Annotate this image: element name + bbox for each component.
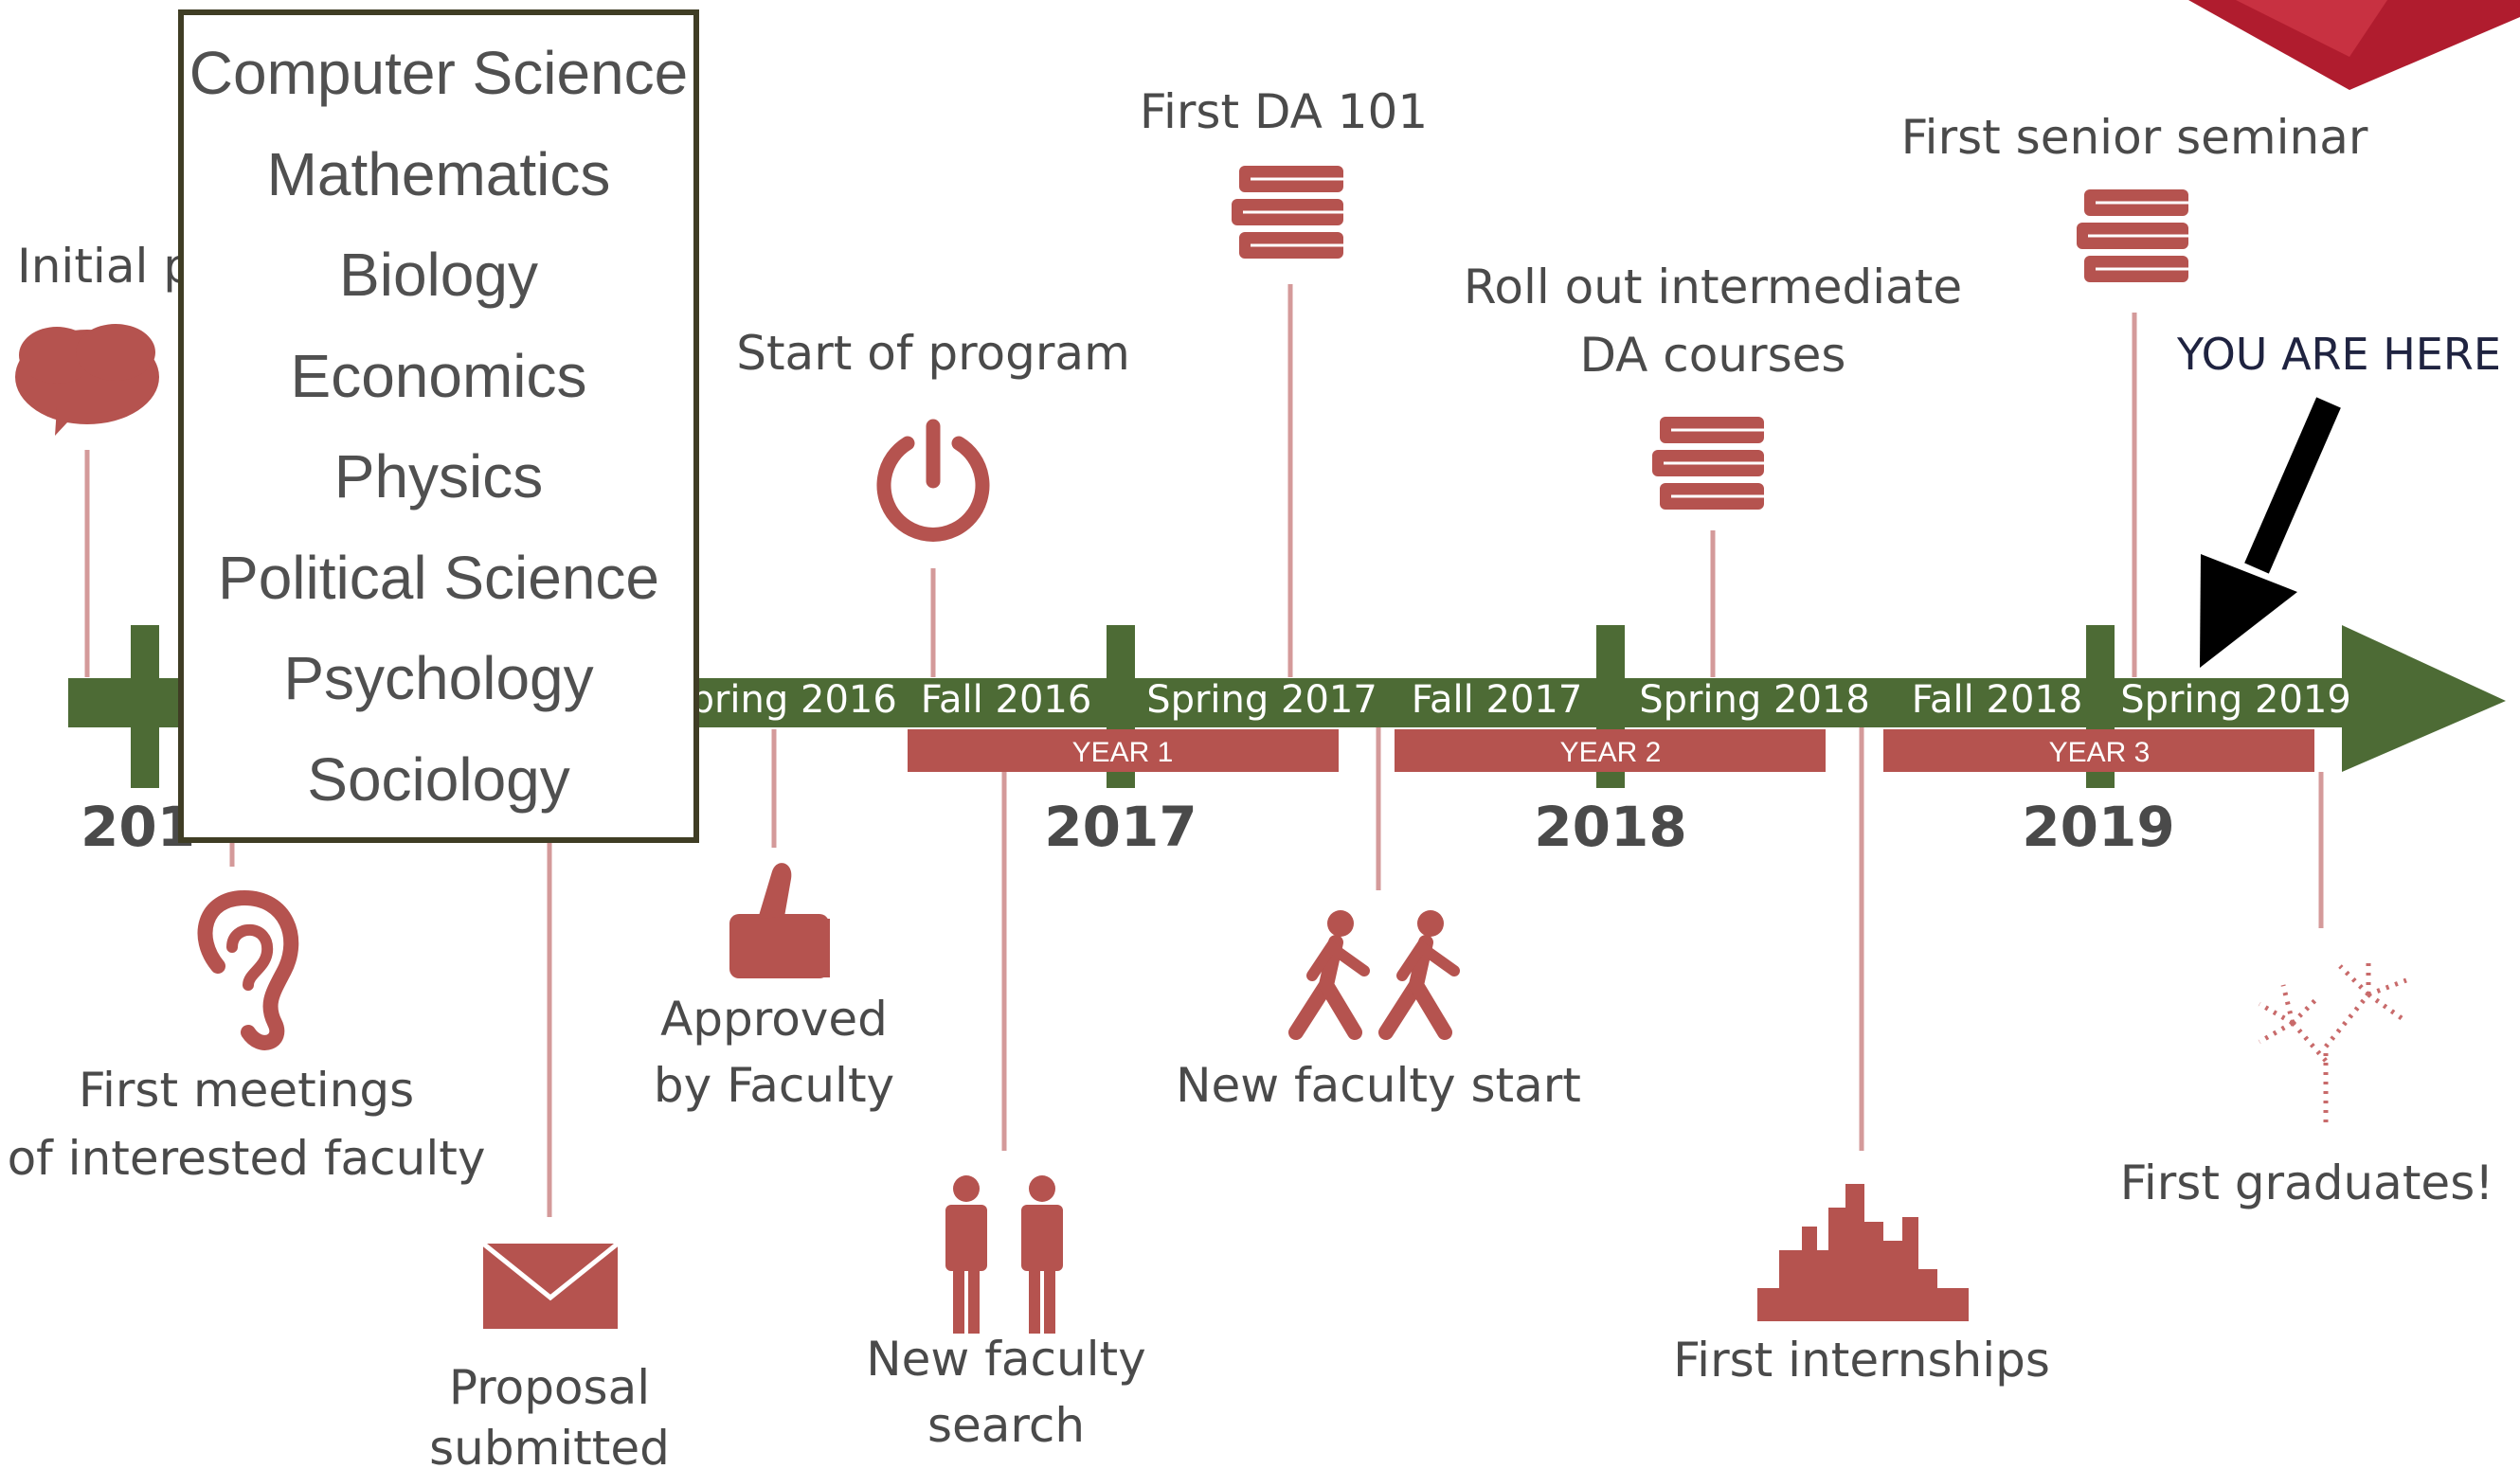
term-fall-2018: Fall 2018 [1912, 678, 2083, 722]
walking-people-icon [1288, 910, 1460, 1040]
event-meetings-line2: of interested faculty [8, 1131, 486, 1186]
year-label-2017: 2017 [1044, 795, 1197, 859]
envelope-icon [481, 1242, 620, 1329]
event-search-line1: New faculty [866, 1332, 1145, 1387]
year-label-2016: 201 [81, 795, 195, 859]
major-item-biology: Biology [339, 241, 538, 310]
event-internships-label: First internships [1673, 1333, 2050, 1388]
arrow-icon [2200, 397, 2341, 668]
event-proposal-line1: Proposal [449, 1360, 650, 1415]
fireworks-icon [2258, 957, 2407, 1122]
term-spring-2019: Spring 2019 [2120, 678, 2351, 722]
power-icon [876, 419, 990, 542]
ear-icon [197, 889, 299, 1050]
city-skyline-icon [1757, 1184, 1969, 1321]
event-intermediate-line2: DA courses [1580, 328, 1846, 383]
year-band-1: YEAR 1 [1072, 737, 1174, 768]
event-faculty-start-label: New faculty start [1176, 1058, 1581, 1113]
term-fall-2017: Fall 2017 [1412, 678, 1583, 722]
major-item-political-science: Political Science [218, 543, 659, 612]
event-initial-label: Initial p [17, 239, 193, 294]
event-proposal-line2: submitted [429, 1421, 670, 1469]
event-graduates-label: First graduates! [2120, 1155, 2494, 1210]
books-icon [1232, 166, 1343, 259]
term-spring-2017: Spring 2017 [1146, 678, 1377, 722]
major-item-sociology: Sociology [307, 744, 570, 814]
event-approved-line1: Approved [660, 992, 888, 1047]
major-item-physics: Physics [333, 442, 544, 511]
event-start-program-label: Start of program [736, 326, 1130, 381]
books-icon [2077, 189, 2188, 282]
books-icon [1652, 417, 1764, 510]
thumbs-up-icon [729, 863, 830, 978]
term-fall-2016: Fall 2016 [921, 678, 1092, 722]
event-senior-seminar-label: First senior seminar [1901, 110, 2368, 165]
term-spring-2018: Spring 2018 [1639, 678, 1870, 722]
you-are-here-label: YOU ARE HERE [2176, 329, 2501, 380]
corner-logo [2188, 0, 2520, 90]
year-labels: 201 2017 2018 2019 [81, 795, 2175, 859]
major-item-mathematics: Mathematics [266, 139, 611, 208]
event-intermediate-line1: Roll out intermediate [1464, 260, 1962, 314]
event-first-da101-label: First DA 101 [1140, 84, 1428, 139]
year-label-2018: 2018 [1534, 795, 1686, 859]
event-meetings-line1: First meetings [79, 1063, 414, 1118]
year-label-2019: 2019 [2022, 795, 2174, 859]
major-item-computer-science: Computer Science [189, 39, 689, 108]
term-labels: Spring 2016 Fall 2016 Spring 2017 Fall 2… [666, 678, 2351, 722]
year-band-3: YEAR 3 [2049, 737, 2151, 768]
term-spring-2016: Spring 2016 [666, 678, 897, 722]
people-icon [945, 1175, 1063, 1334]
event-approved-line2: by Faculty [654, 1058, 894, 1113]
majors-list-box: Computer Science Mathematics Biology Eco… [178, 9, 699, 843]
year-bands: YEAR 1 YEAR 2 YEAR 3 [908, 729, 2314, 772]
event-search-line2: search [927, 1398, 1085, 1453]
year-tick-2016 [131, 625, 159, 788]
major-item-psychology: Psychology [283, 644, 594, 713]
brain-icon [15, 324, 159, 436]
year-band-2: YEAR 2 [1560, 737, 1662, 768]
major-item-economics: Economics [290, 341, 587, 410]
